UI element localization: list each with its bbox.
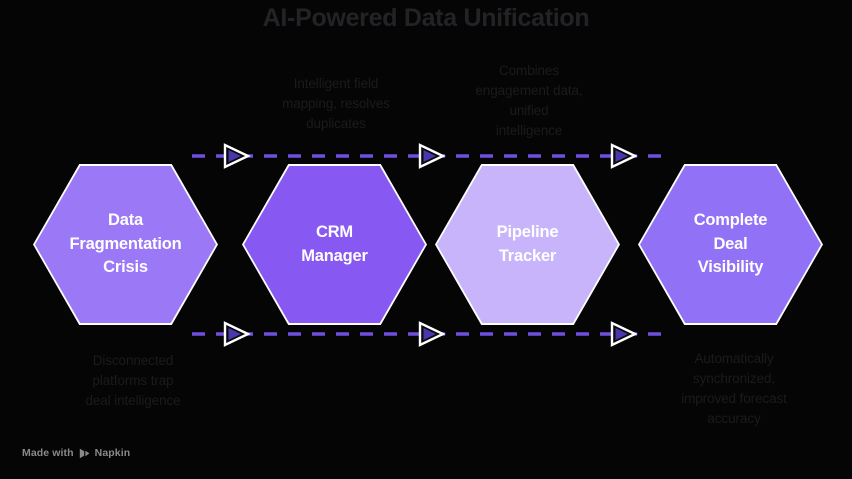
arrowhead-top-3: [610, 143, 638, 169]
arrowhead-bottom-3: [610, 321, 638, 347]
watermark-prefix: Made with: [22, 447, 74, 459]
arrowhead-bottom-2: [418, 321, 446, 347]
arrowhead-top-1: [223, 143, 251, 169]
watermark: Made with Napkin: [22, 447, 130, 459]
watermark-brand: Napkin: [94, 447, 131, 459]
napkin-play-icon: [79, 448, 90, 459]
arrowhead-bottom-1: [223, 321, 251, 347]
arrowhead-top-2: [418, 143, 446, 169]
page-title: AI-Powered Data Unification: [262, 4, 590, 32]
